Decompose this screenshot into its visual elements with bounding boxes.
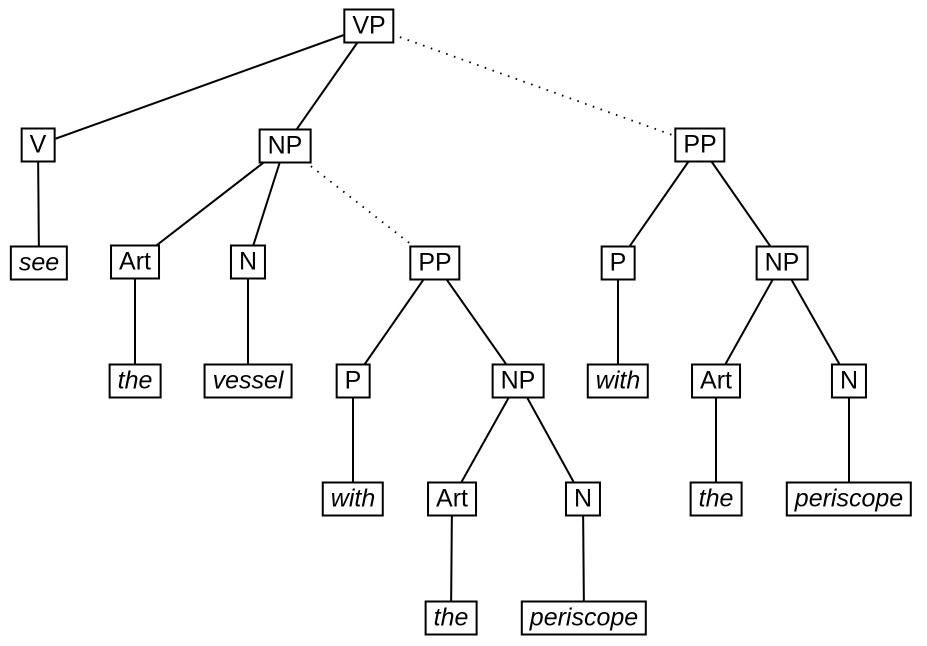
tree-node-art1: Art <box>110 244 160 280</box>
tree-edge-np2-n2 <box>517 380 584 500</box>
tree-node-pp1: PP <box>409 245 461 281</box>
tree-node-np1: NP <box>258 128 312 164</box>
tree-node-n2: N <box>564 481 602 517</box>
tree-node-art3: Art <box>691 363 741 399</box>
tree-node-np3: NP <box>755 245 809 281</box>
tree-node-the1: the <box>108 363 162 399</box>
tree-edge-pp2-p2 <box>617 144 701 264</box>
tree-node-p2: P <box>600 245 636 281</box>
tree-edge-pp1-p1 <box>352 262 436 382</box>
tree-node-with2: with <box>586 363 650 399</box>
tree-node-per3: periscope <box>785 481 913 517</box>
tree-edge-np1-n1 <box>247 145 286 263</box>
tree-node-the3: the <box>689 481 743 517</box>
tree-node-np2: NP <box>491 363 545 399</box>
tree-edge-np3-n3 <box>781 262 850 382</box>
tree-edge-np3-art3 <box>715 262 783 382</box>
tree-edge-v-see <box>37 144 40 264</box>
tree-node-the2: the <box>424 600 478 636</box>
tree-node-n3: N <box>830 363 868 399</box>
tree-node-vp: VP <box>343 8 395 44</box>
tree-node-n1: N <box>229 244 267 280</box>
tree-edge-vp-v <box>37 25 370 146</box>
tree-node-per2: periscope <box>520 600 648 636</box>
tree-edge-art2-the2 <box>450 498 453 619</box>
tree-node-with1: with <box>321 481 385 517</box>
tree-edge-n2-per2 <box>582 498 585 619</box>
tree-edge-vp-np1 <box>284 25 370 147</box>
tree-node-v: V <box>20 127 56 163</box>
tree-node-pp2: PP <box>674 127 726 163</box>
tree-edge-vp-pp2 <box>368 25 701 146</box>
tree-node-vessel: vessel <box>203 363 293 399</box>
tree-edge-pp2-np3 <box>699 144 783 264</box>
tree-edge-np1-art1 <box>134 145 286 263</box>
tree-edge-np2-art2 <box>451 380 519 500</box>
tree-node-see: see <box>9 245 69 281</box>
tree-edge-pp1-np2 <box>434 262 519 382</box>
tree-node-art2: Art <box>427 481 477 517</box>
tree-node-p1: P <box>335 363 371 399</box>
